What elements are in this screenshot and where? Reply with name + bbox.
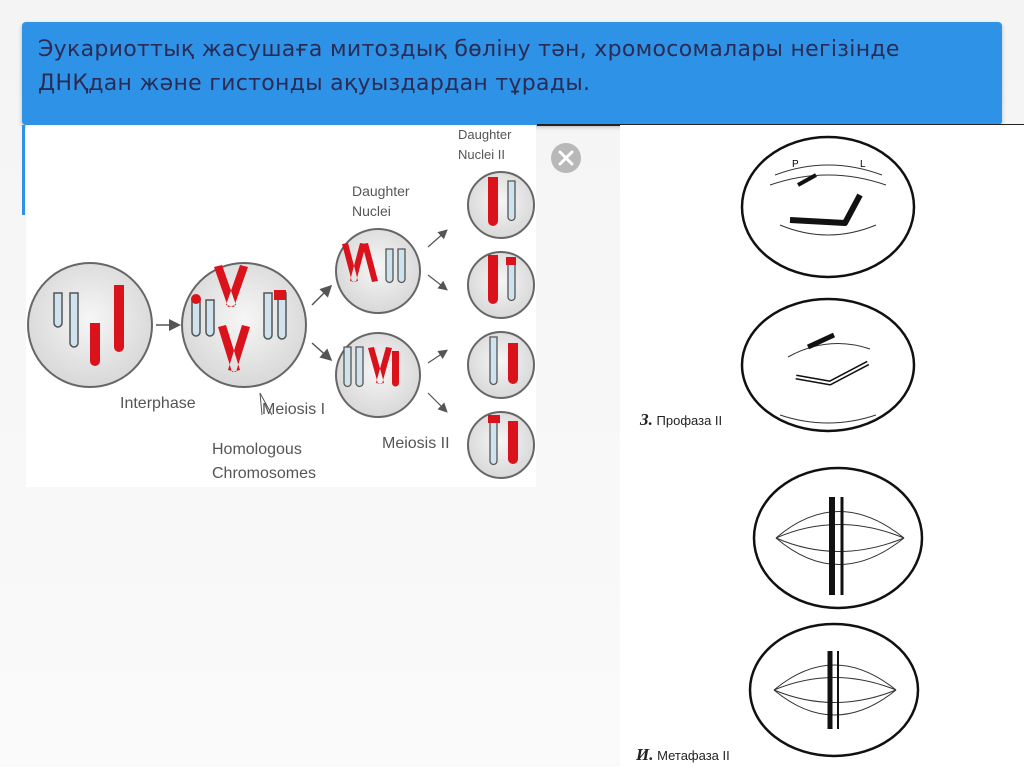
label-chromosomes: Chromosomes — [212, 465, 317, 482]
label-daughter-2: Daughter — [458, 127, 512, 142]
arrow — [427, 229, 448, 248]
title-bar — [22, 22, 1002, 125]
arrow — [427, 349, 448, 364]
mitosis-phases-figure: P L — [620, 125, 1024, 767]
arrow — [427, 274, 448, 291]
prophase-cell-1: P L — [740, 135, 916, 279]
meiosis-diagram-svg — [27, 171, 535, 479]
slide-title: Эукариоттық жасушаға митоздық бөліну тән… — [38, 37, 900, 96]
daughter-nucleus-ii-4 — [467, 411, 535, 479]
svg-text:L: L — [860, 159, 866, 170]
daughter-nucleus-ii-1 — [467, 171, 535, 239]
phase-3-letter: З. — [640, 410, 653, 429]
metaphase-cell-2 — [748, 622, 920, 758]
label-nuclei: Nuclei — [352, 203, 391, 219]
mitosis-phases-svg: P L — [740, 135, 924, 758]
phase-4-letter: И. — [636, 745, 654, 764]
meiosis-1-cell — [181, 262, 307, 388]
arrow — [427, 392, 448, 413]
daughter-nucleus-ii-3 — [467, 331, 535, 399]
label-prophase-ii: З. Профаза II — [640, 410, 722, 430]
interphase-cell — [27, 262, 153, 388]
daughter-nucleus-bottom — [335, 332, 421, 418]
prophase-cell-2 — [740, 297, 916, 433]
metaphase-cell-1 — [752, 466, 924, 610]
daughter-nucleus-ii-2 — [467, 251, 535, 319]
arrow — [311, 284, 333, 306]
title-accent-strip — [22, 125, 25, 215]
svg-text:P: P — [792, 159, 799, 170]
label-meiosis-2: Meiosis II — [382, 435, 450, 452]
label-nuclei-2: Nuclei II — [458, 147, 505, 162]
pointer-line — [259, 392, 263, 416]
label-interphase: Interphase — [120, 395, 196, 412]
arrow — [311, 342, 333, 361]
meiosis-diagram: Interphase Meiosis I Homologous Chromoso… — [26, 125, 536, 487]
label-meiosis-1: Meiosis I — [262, 401, 326, 418]
phase-3-name: Профаза II — [656, 413, 723, 428]
label-homologous: Homologous — [212, 441, 302, 458]
daughter-nucleus-top — [335, 228, 421, 314]
close-icon[interactable] — [550, 142, 582, 174]
label-daughter: Daughter — [352, 183, 410, 199]
label-metaphase-ii: И. Метафаза II — [636, 745, 730, 765]
phase-4-name: Метафаза II — [657, 748, 730, 763]
pointer-line — [259, 392, 273, 416]
